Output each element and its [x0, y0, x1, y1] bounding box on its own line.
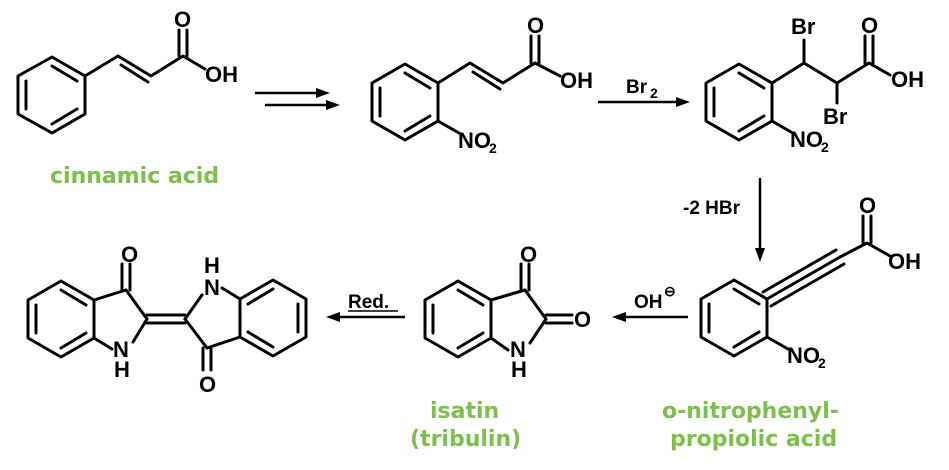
atom-hydroxyl: OH — [205, 62, 238, 87]
label-onp-line2: propiolic acid — [670, 427, 837, 452]
molecule-nitrocinnamic-acid: O OH NO 2 — [370, 13, 593, 156]
molecule-indigo: O N H O N H — [26, 242, 308, 397]
label-cinnamic-acid: cinnamic acid — [50, 164, 219, 189]
nitro-subscript: 2 — [818, 355, 826, 371]
atom-nitrogen: N — [204, 275, 220, 300]
atom-bromine: Br — [823, 104, 848, 129]
group-nitro: NO — [787, 343, 820, 368]
atom-hydrogen: H — [114, 357, 130, 382]
atom-oxygen: O — [859, 193, 876, 218]
atom-oxygen: O — [574, 307, 591, 332]
atom-oxygen: O — [174, 7, 191, 32]
reagent-bromine: Br — [626, 77, 648, 98]
atom-oxygen: O — [199, 372, 216, 397]
hydroxide-charge: ⊖ — [664, 283, 676, 299]
atom-nitrogen: N — [510, 337, 526, 362]
atom-bromine: Br — [791, 14, 816, 39]
reagent-bromine-subscript: 2 — [650, 85, 658, 101]
molecule-dibromo-acid: Br Br O OH NO 2 — [704, 13, 924, 155]
group-nitro: NO — [790, 127, 823, 152]
atom-hydroxyl: OH — [888, 249, 921, 274]
reagent-hydroxide: OH — [634, 292, 663, 313]
arrow-reduction: Red. — [326, 292, 405, 322]
molecule-isatin: O O N H — [423, 242, 591, 382]
label-isatin: isatin — [430, 399, 499, 424]
molecule-cinnamic-acid: O OH — [16, 7, 238, 135]
nitro-subscript: 2 — [489, 140, 497, 156]
atom-hydroxyl: OH — [891, 67, 924, 92]
atom-oxygen: O — [861, 13, 878, 38]
atom-nitrogen: N — [113, 337, 129, 362]
reagent-reduction: Red. — [348, 292, 389, 313]
label-onp-line1: o-nitrophenyl- — [662, 399, 839, 424]
molecule-nitrophenylpropiolic-acid: O OH NO 2 — [699, 193, 921, 371]
atom-hydrogen: H — [511, 357, 527, 382]
atom-oxygen: O — [520, 242, 537, 267]
atom-oxygen: O — [121, 242, 138, 267]
nitro-subscript: 2 — [821, 139, 829, 155]
atom-oxygen: O — [527, 13, 544, 38]
arrow-multistep — [255, 88, 340, 110]
arrow-elimination: -2 HBr — [683, 178, 765, 262]
group-nitro: NO — [458, 128, 491, 153]
arrow-base-treatment: OH ⊖ — [612, 283, 688, 322]
atom-hydrogen: H — [204, 253, 220, 278]
reagent-minus-hbr: -2 HBr — [683, 198, 741, 219]
atom-hydroxyl: OH — [560, 68, 593, 93]
arrow-bromination: Br 2 — [598, 77, 690, 107]
label-tribulin: (tribulin) — [410, 427, 521, 452]
